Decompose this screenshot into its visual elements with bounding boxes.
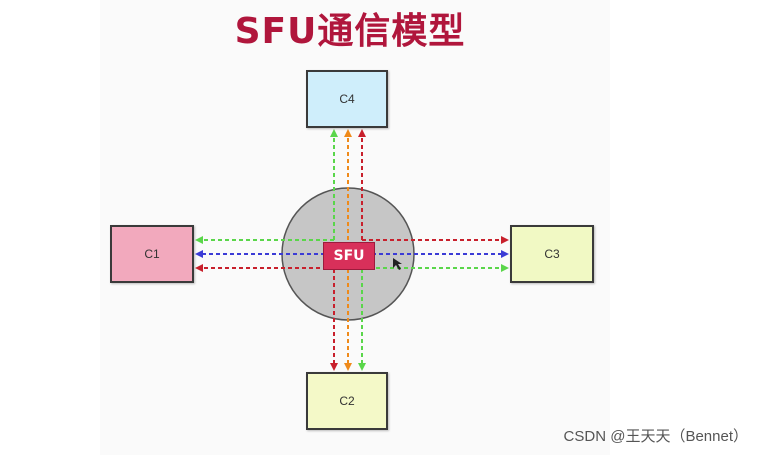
client-c3: C3 bbox=[510, 225, 594, 283]
client-c2: C2 bbox=[306, 372, 388, 430]
client-c4: C4 bbox=[306, 70, 388, 128]
cursor-icon bbox=[393, 258, 402, 270]
sfu-server-label: SFU bbox=[323, 242, 375, 270]
watermark: CSDN @王天天（Bennet） bbox=[563, 428, 748, 445]
page-title: SFU通信模型 bbox=[234, 11, 466, 52]
client-c1: C1 bbox=[110, 225, 194, 283]
